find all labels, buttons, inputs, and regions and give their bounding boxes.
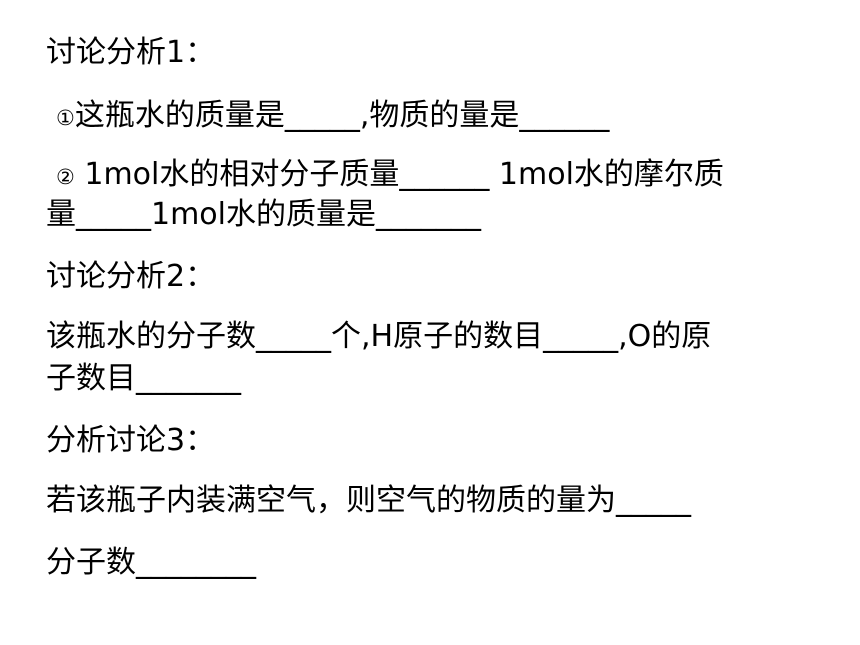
heading-text: 讨论分析1：: [46, 35, 216, 70]
question-2-line-2: 子数目_______: [46, 360, 241, 398]
heading-discussion-2: 讨论分析2：: [46, 258, 215, 296]
question-text: 子数目_______: [46, 361, 241, 396]
heading-text: 分析讨论3：: [46, 423, 216, 458]
question-3-line-1: 若该瓶子内装满空气，则空气的物质的量为_____: [46, 482, 691, 520]
question-1-2-line-1: ② 1mol水的相对分子质量______ 1mol水的摩尔质: [56, 156, 724, 196]
question-1-1: ①这瓶水的质量是_____,物质的量是______: [56, 97, 609, 137]
heading-text: 讨论分析2：: [46, 259, 216, 294]
question-3-line-2: 分子数________: [46, 544, 256, 582]
circled-number-1: ①: [56, 106, 75, 130]
question-text: 这瓶水的质量是_____,物质的量是______: [74, 98, 610, 133]
question-text: 若该瓶子内装满空气，则空气的物质的量为_____: [46, 483, 691, 518]
question-text: 量_____1mol水的质量是_______: [46, 197, 481, 232]
question-2-line-1: 该瓶水的分子数_____个,H原子的数目_____,O的原: [46, 318, 711, 356]
circled-number-2: ②: [56, 165, 75, 189]
question-text: 1mol水的相对分子质量______ 1mol水的摩尔质: [74, 157, 724, 192]
question-text: 分子数________: [46, 545, 256, 580]
heading-discussion-3: 分析讨论3：: [46, 422, 215, 460]
question-1-2-line-2: 量_____1mol水的质量是_______: [46, 196, 481, 234]
question-text: 该瓶水的分子数_____个,H原子的数目_____,O的原: [46, 319, 712, 354]
heading-discussion-1: 讨论分析1：: [46, 34, 215, 72]
